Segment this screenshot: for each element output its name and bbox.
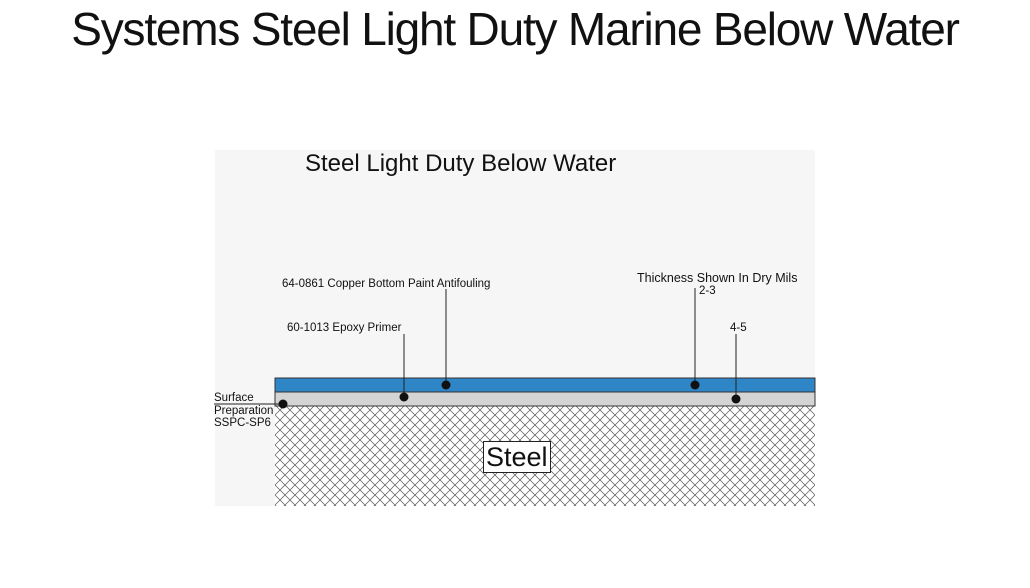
surface-prep-dot: [278, 399, 288, 409]
surface-prep-line2: Preparation: [214, 404, 274, 417]
surface-prep-label: Surface Preparation SSPC-SP6: [214, 392, 273, 430]
thickness-45-dot: [731, 394, 741, 404]
antifouling-layer: [274, 377, 816, 393]
surface-prep-line3: SSPC-SP6: [214, 417, 271, 429]
surface-prep-line1: Surface: [214, 392, 254, 404]
diagram-title: Steel Light Duty Below Water: [305, 150, 617, 177]
thickness-header: Thickness Shown In Dry Mils: [637, 271, 798, 285]
thickness-antifouling: 2-3: [699, 285, 716, 297]
slide-title: Systems Steel Light Duty Marine Below Wa…: [71, 3, 960, 55]
thickness-primer: 4-5: [730, 322, 747, 334]
antifouling-label: 64-0861 Copper Bottom Paint Antifouling: [282, 278, 491, 290]
steel-label: Steel: [483, 441, 551, 473]
antifouling-dot: [441, 380, 451, 390]
primer-label: 60-1013 Epoxy Primer: [287, 322, 402, 334]
thickness-23-dot: [690, 380, 700, 390]
primer-dot: [399, 392, 409, 402]
